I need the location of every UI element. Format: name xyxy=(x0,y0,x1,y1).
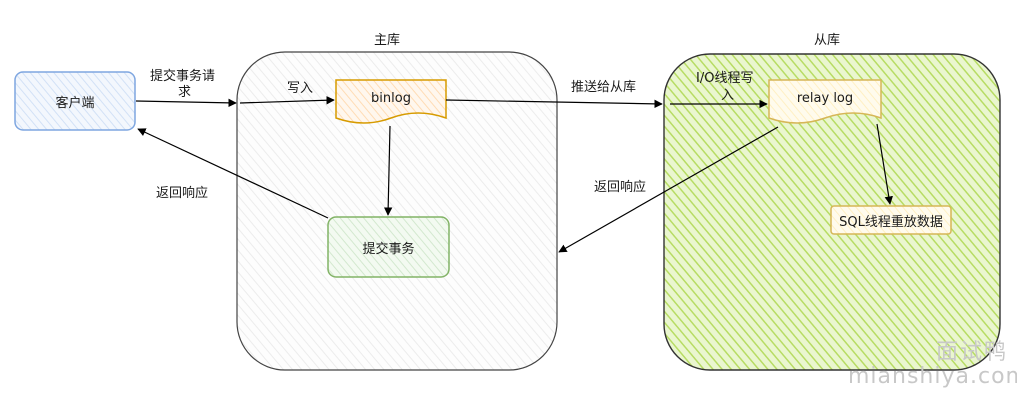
binlog-node-label: binlog xyxy=(371,90,411,106)
sql-replay-node-box xyxy=(830,205,952,235)
watermark-url: mianshiya.com xyxy=(848,364,1017,389)
edge-push-to-slave xyxy=(445,99,663,109)
edge-client-to-master xyxy=(135,98,237,108)
client-node-box xyxy=(14,71,136,131)
watermark-brand: 面试鸭 xyxy=(936,340,1009,365)
edge-relay-to-sql xyxy=(876,123,893,205)
relay-log-node-label: relay log xyxy=(796,90,854,106)
edge-slave-response xyxy=(558,126,779,253)
relay-log-node-shape xyxy=(768,79,882,124)
edge-label-submit-request-1: 提交事务请 xyxy=(150,69,216,84)
edge-label-slave-response: 返回响应 xyxy=(594,180,647,195)
commit-node-box xyxy=(327,216,450,278)
edge-label-write: 写入 xyxy=(287,81,314,96)
edge-write-binlog xyxy=(239,96,335,105)
edge-label-push-to-slave: 推送给从库 xyxy=(571,80,637,95)
edge-binlog-to-commit xyxy=(383,125,393,216)
master-group-title: 主库 xyxy=(374,33,401,48)
edge-label-io-write-2: 入 xyxy=(721,88,735,103)
edge-commit-to-client xyxy=(137,128,329,219)
slave-group-title: 从库 xyxy=(814,33,841,48)
binlog-node-shape xyxy=(335,79,447,124)
client-node-label: 客户端 xyxy=(55,95,95,111)
edge-label-submit-request-2: 求 xyxy=(178,85,192,100)
master-group-box xyxy=(236,51,558,371)
sql-replay-node-label: SQL线程重放数据 xyxy=(839,214,943,230)
edge-label-io-write-1: I/O线程写 xyxy=(696,71,754,86)
edge-label-client-response: 返回响应 xyxy=(156,186,209,201)
commit-node-label: 提交事务 xyxy=(362,241,415,257)
